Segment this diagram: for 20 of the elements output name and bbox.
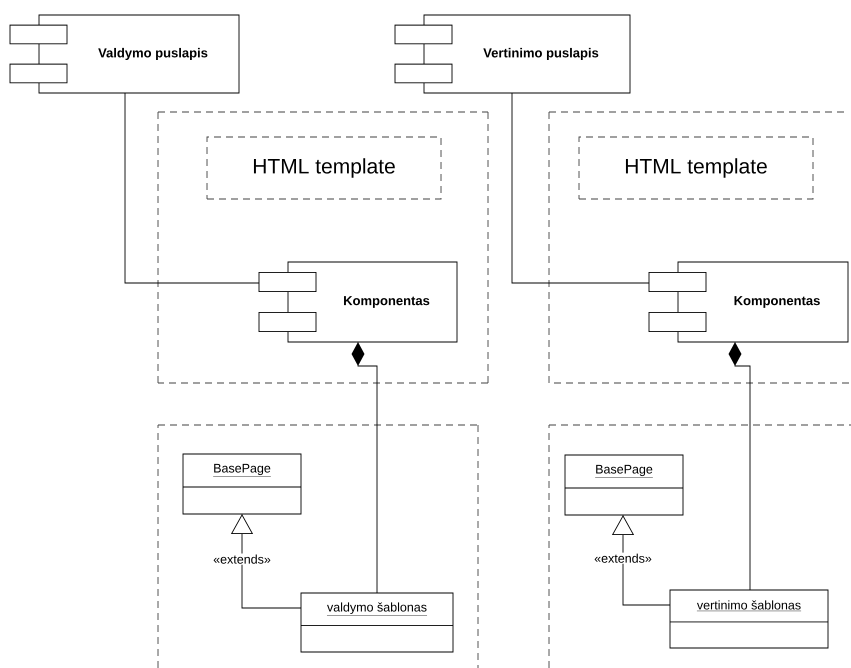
dashed-frame <box>548 112 850 384</box>
component-box: Valdymo puslapis <box>10 14 240 94</box>
connector <box>230 514 302 608</box>
template-box: HTML template <box>578 136 814 200</box>
dashed-frame <box>158 424 478 668</box>
edge-label: «extends» <box>212 554 272 565</box>
edge-label: «extends» <box>593 552 653 564</box>
component-box: Vertinimo puslapis <box>394 14 630 94</box>
component-box: Komponentas <box>648 262 848 342</box>
class-box: BasePage <box>182 454 302 514</box>
dashed-frame <box>158 112 488 384</box>
connector <box>512 92 650 284</box>
connector <box>124 92 260 284</box>
component-box: Komponentas <box>258 262 458 342</box>
connector <box>612 515 670 606</box>
dashed-frame <box>548 424 851 668</box>
class-box: BasePage <box>564 454 684 516</box>
class-box: vertinimo šablonas <box>670 590 828 648</box>
class-box: valdymo šablonas <box>300 592 454 652</box>
template-box: HTML template <box>206 136 442 200</box>
